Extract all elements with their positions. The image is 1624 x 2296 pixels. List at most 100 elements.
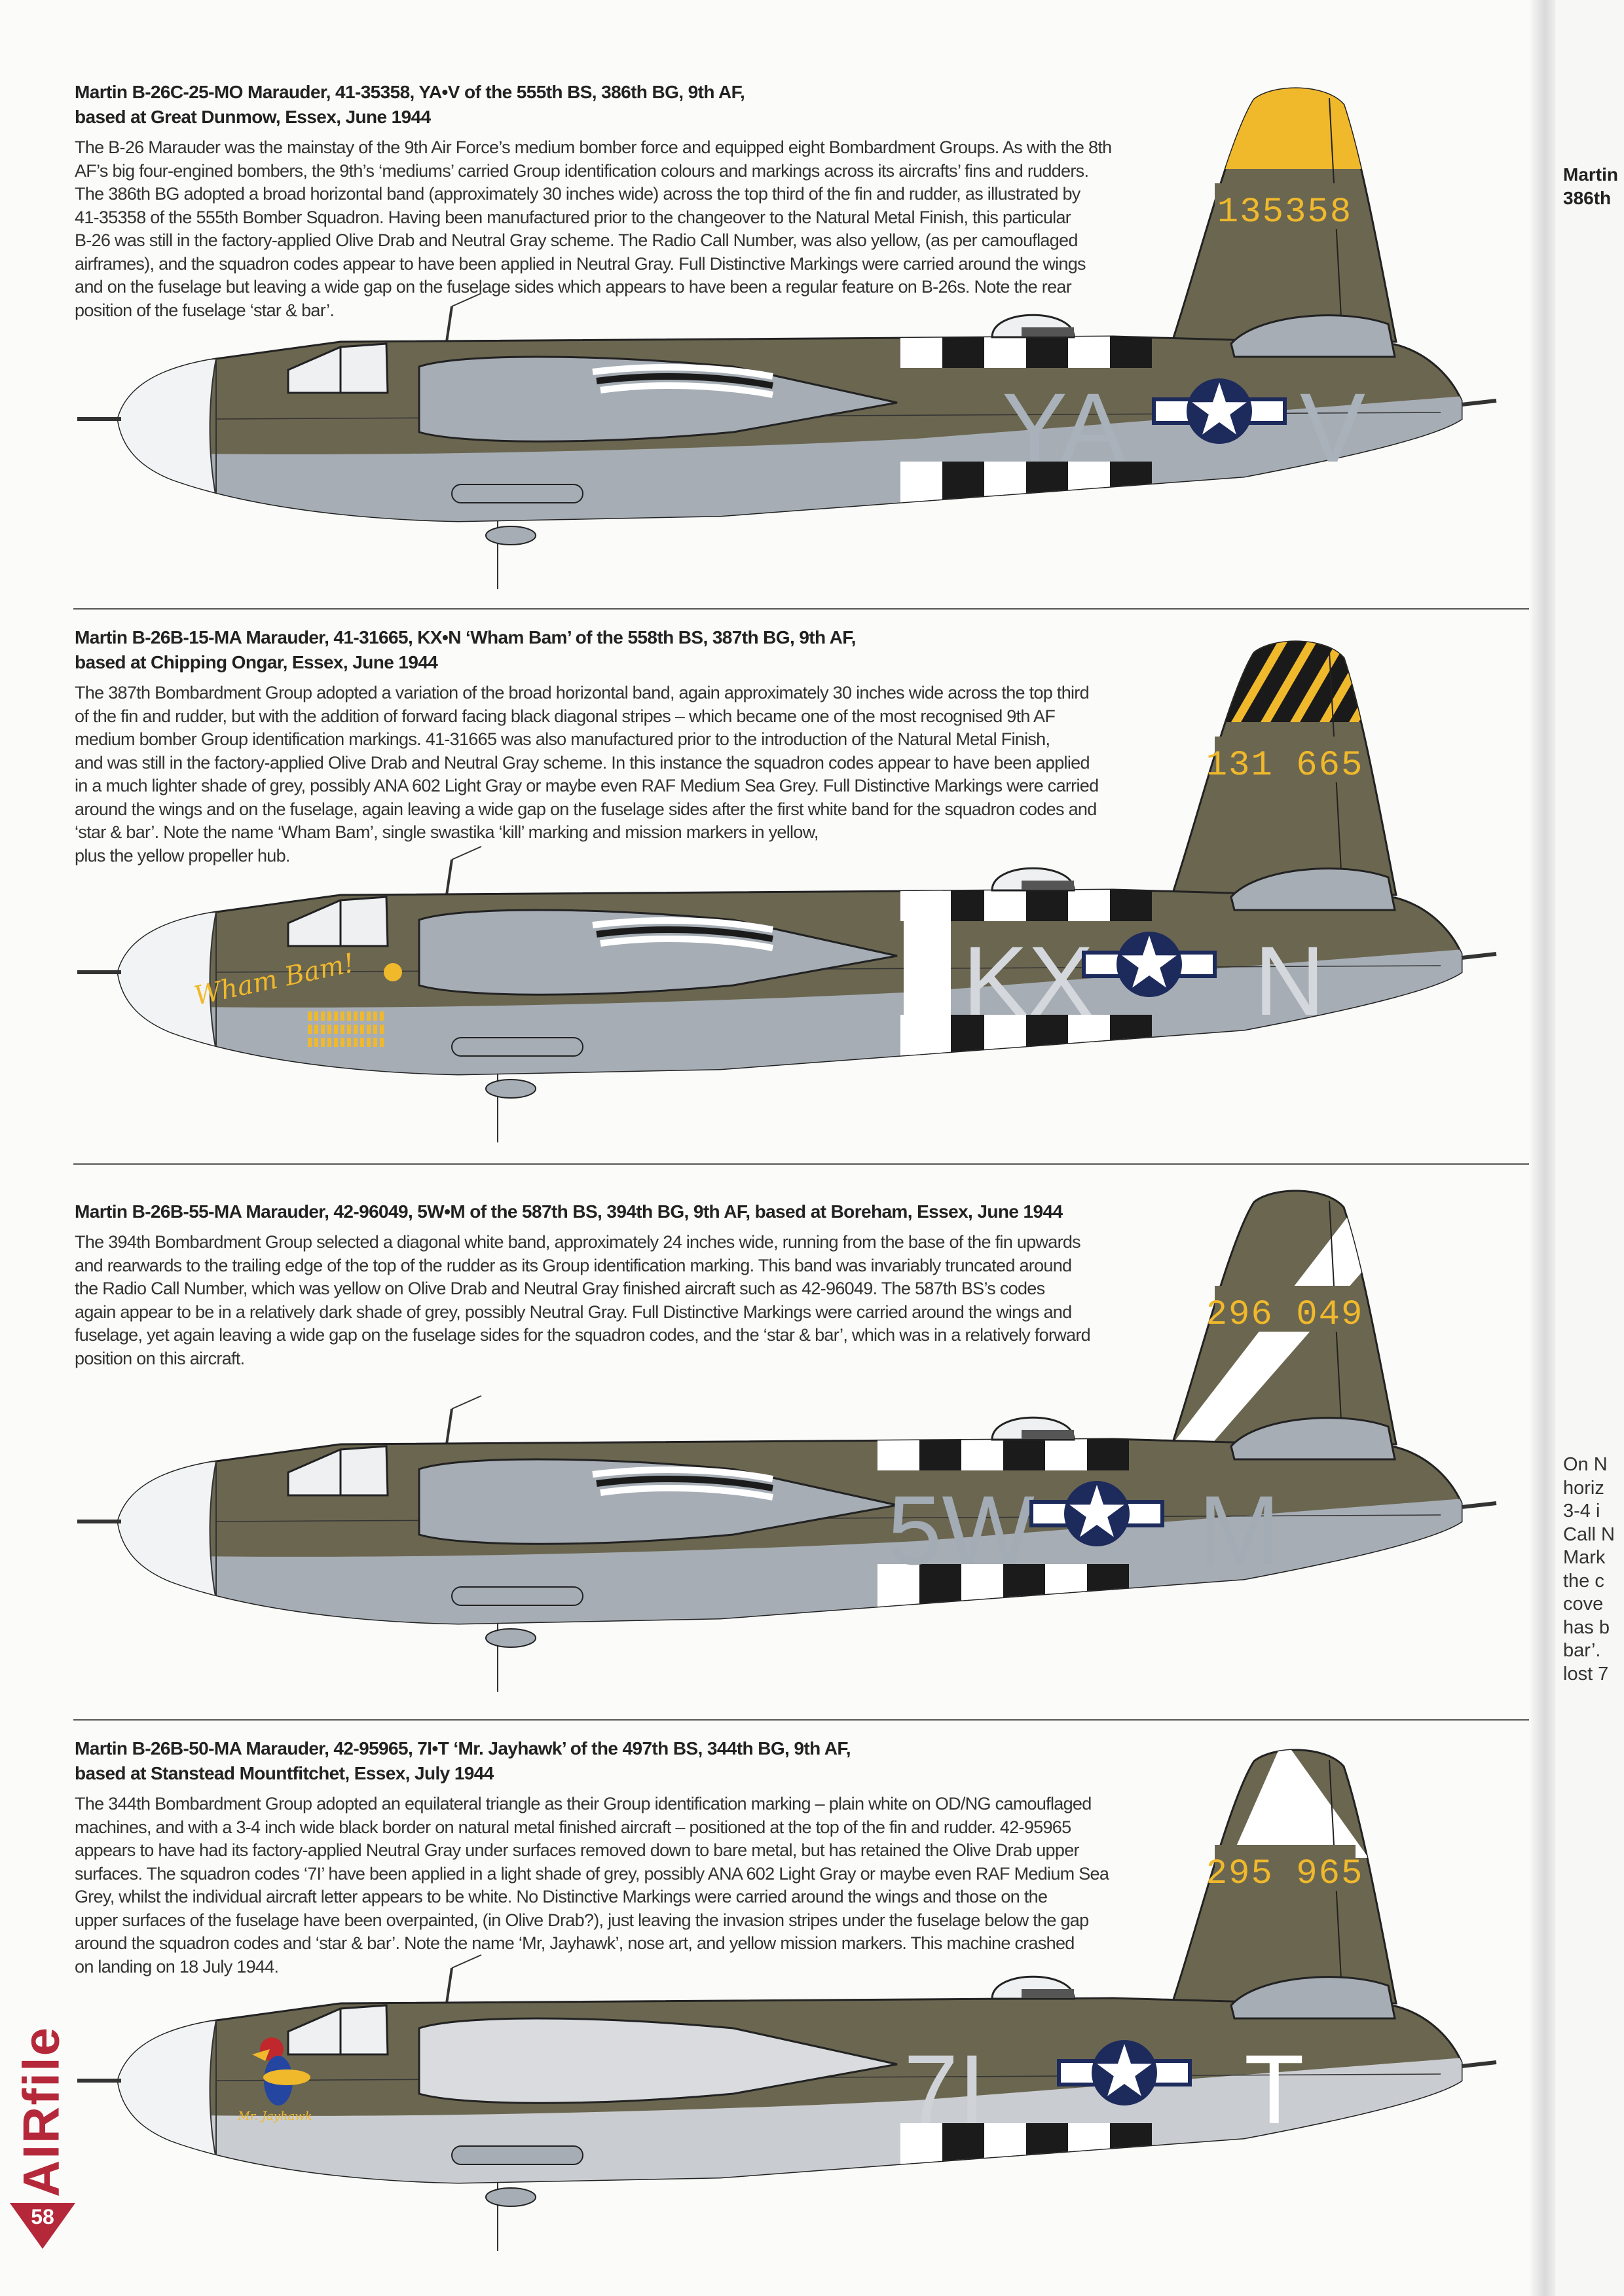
section-divider bbox=[73, 608, 1543, 610]
title-line: Martin B-26B-55-MA Marauder, 42-96049, 5… bbox=[75, 1201, 1063, 1222]
mission-marker bbox=[314, 1011, 318, 1021]
invasion-stripe-top bbox=[1026, 337, 1068, 368]
wing-stripe bbox=[592, 1466, 773, 1482]
text-line: in a much lighter shade of grey, possibl… bbox=[75, 776, 1099, 795]
mission-marker bbox=[347, 1011, 351, 1021]
profile-title: Martin B-26C-25-MO Marauder, 41-35358, Y… bbox=[75, 80, 1253, 130]
text-line: the Radio Call Number, which was yellow … bbox=[75, 1279, 1045, 1298]
invasion-stripe-bottom bbox=[1110, 2123, 1152, 2183]
serial-background bbox=[1215, 183, 1356, 229]
tail-gun bbox=[1461, 1501, 1497, 1509]
engine-nacelle bbox=[418, 1458, 898, 1545]
title-line: based at Stanstead Mountfitchet, Essex, … bbox=[75, 1763, 494, 1783]
text-line: machines, and with a 3-4 inch wide black… bbox=[75, 1817, 1071, 1837]
antenna-mast bbox=[445, 1967, 453, 2004]
mission-marker bbox=[380, 1038, 384, 1047]
wing-stripe bbox=[596, 1475, 773, 1491]
horizontal-stabilizer bbox=[1230, 1976, 1396, 2020]
text-line: lost 7 bbox=[1563, 1663, 1609, 1685]
belly-scoop bbox=[485, 2187, 536, 2207]
antenna-mast bbox=[445, 1408, 453, 1445]
mission-marker bbox=[321, 1025, 325, 1034]
star-and-bar-insignia bbox=[1152, 378, 1287, 444]
antenna-wire bbox=[451, 1954, 482, 1969]
white-triangle bbox=[1231, 1749, 1369, 1858]
profile-description: The 394th Bombardment Group selected a d… bbox=[75, 1231, 1253, 1370]
nose-glazing bbox=[118, 357, 217, 498]
fin-marking bbox=[1172, 641, 1396, 722]
text-line: surfaces. The squadron codes ‘7I’ have b… bbox=[75, 1863, 1109, 1884]
aircraft-letter: T bbox=[1244, 2034, 1304, 2144]
title-line: Martin B-26C-25-MO Marauder, 41-35358, Y… bbox=[75, 82, 745, 102]
mission-marker bbox=[308, 1038, 312, 1047]
turret-guns bbox=[1022, 1989, 1074, 1998]
insignia-star bbox=[1192, 382, 1247, 435]
text-line: around the squadron codes and ‘star & ba… bbox=[75, 1933, 1075, 1953]
star-and-bar-insignia bbox=[1057, 2040, 1192, 2105]
antenna-mast bbox=[445, 306, 453, 342]
text-line: medium bomber Group identification marki… bbox=[75, 729, 1050, 749]
mission-marker bbox=[327, 1025, 331, 1034]
invasion-stripe-top bbox=[984, 890, 1026, 921]
mission-marker bbox=[354, 1025, 358, 1034]
wing-stripe bbox=[592, 363, 773, 380]
profile-caption-4: Martin B-26B-50-MA Marauder, 42-95965, 7… bbox=[75, 1736, 1253, 1978]
squadron-codes: 7I bbox=[904, 2034, 986, 2144]
invasion-stripe-top bbox=[1068, 890, 1110, 921]
text-line: has b bbox=[1563, 1616, 1610, 1638]
text-line: B-26 was still in the factory-applied Ol… bbox=[75, 230, 1078, 250]
logo-text: AIRfile bbox=[12, 2026, 70, 2198]
belly-scoop bbox=[485, 1079, 536, 1099]
serial-background bbox=[1215, 1286, 1356, 1332]
mission-marker bbox=[341, 1025, 344, 1034]
profile-description: The 344th Bombardment Group adopted an e… bbox=[75, 1793, 1253, 1978]
invasion-stripe-bottom bbox=[942, 462, 984, 521]
insignia-star bbox=[1122, 936, 1177, 988]
horizontal-stabilizer bbox=[1230, 867, 1396, 911]
cockpit-canopy bbox=[287, 896, 389, 947]
mission-marker bbox=[373, 1025, 377, 1034]
insignia-star bbox=[1097, 2044, 1152, 2096]
mission-marker bbox=[360, 1025, 364, 1034]
radio-call-number: 131 665 bbox=[1206, 746, 1364, 786]
invasion-stripe-top bbox=[961, 1439, 1003, 1470]
antenna-wire bbox=[451, 293, 482, 307]
mission-marker bbox=[321, 1011, 325, 1021]
wing-stripe bbox=[596, 373, 773, 389]
nose-art-name: Mr. Jayhawk bbox=[237, 2109, 312, 2123]
mission-marker bbox=[334, 1011, 338, 1021]
next-page-title: 386th bbox=[1563, 188, 1612, 208]
belly-underside bbox=[118, 2054, 1462, 2183]
black-diagonal-stripe bbox=[1359, 641, 1396, 722]
next-page-text: On N horiz 3-4 i Call N Mark the c cove … bbox=[1563, 1453, 1615, 1686]
invasion-stripe-bottom bbox=[1045, 1564, 1087, 1624]
mission-marker bbox=[341, 1038, 344, 1047]
serial-background bbox=[1215, 1845, 1356, 1891]
text-line: On N bbox=[1563, 1454, 1608, 1475]
horizontal-stabilizer bbox=[1230, 1417, 1396, 1461]
belly-underside bbox=[118, 1495, 1462, 1624]
star-and-bar-insignia bbox=[1082, 932, 1217, 997]
invasion-stripe-top bbox=[1003, 1439, 1045, 1470]
title-line: based at Chipping Ongar, Essex, June 194… bbox=[75, 652, 438, 672]
invasion-stripe-bottom bbox=[1110, 1015, 1152, 1074]
jayhawk-beak bbox=[252, 2049, 270, 2061]
wing-stripe bbox=[596, 926, 773, 942]
cockpit-canopy bbox=[287, 342, 389, 394]
text-line: 41-35358 of the 555th Bomber Squadron. H… bbox=[75, 207, 1071, 227]
text-line: again appear to be in a relatively dark … bbox=[75, 1302, 1072, 1322]
profile-title: Martin B-26B-55-MA Marauder, 42-96049, 5… bbox=[75, 1199, 1253, 1224]
wing-stripe bbox=[600, 382, 773, 398]
squadron-codes: KX bbox=[963, 926, 1094, 1036]
text-line: The B-26 Marauder was the mainstay of th… bbox=[75, 137, 1112, 157]
jayhawk-nose-art: Mr. Jayhawk bbox=[237, 2037, 312, 2123]
section-divider bbox=[73, 1163, 1543, 1165]
white-fuselage-band bbox=[904, 890, 951, 1074]
mission-marker bbox=[327, 1011, 331, 1021]
text-line: position of the fuselage ‘star & bar’. bbox=[75, 300, 335, 320]
profile-title: Martin B-26B-50-MA Marauder, 42-95965, 7… bbox=[75, 1736, 1253, 1786]
invasion-stripe-top bbox=[1026, 890, 1068, 921]
text-line: the c bbox=[1563, 1570, 1604, 1592]
tail-gun bbox=[1461, 952, 1497, 960]
